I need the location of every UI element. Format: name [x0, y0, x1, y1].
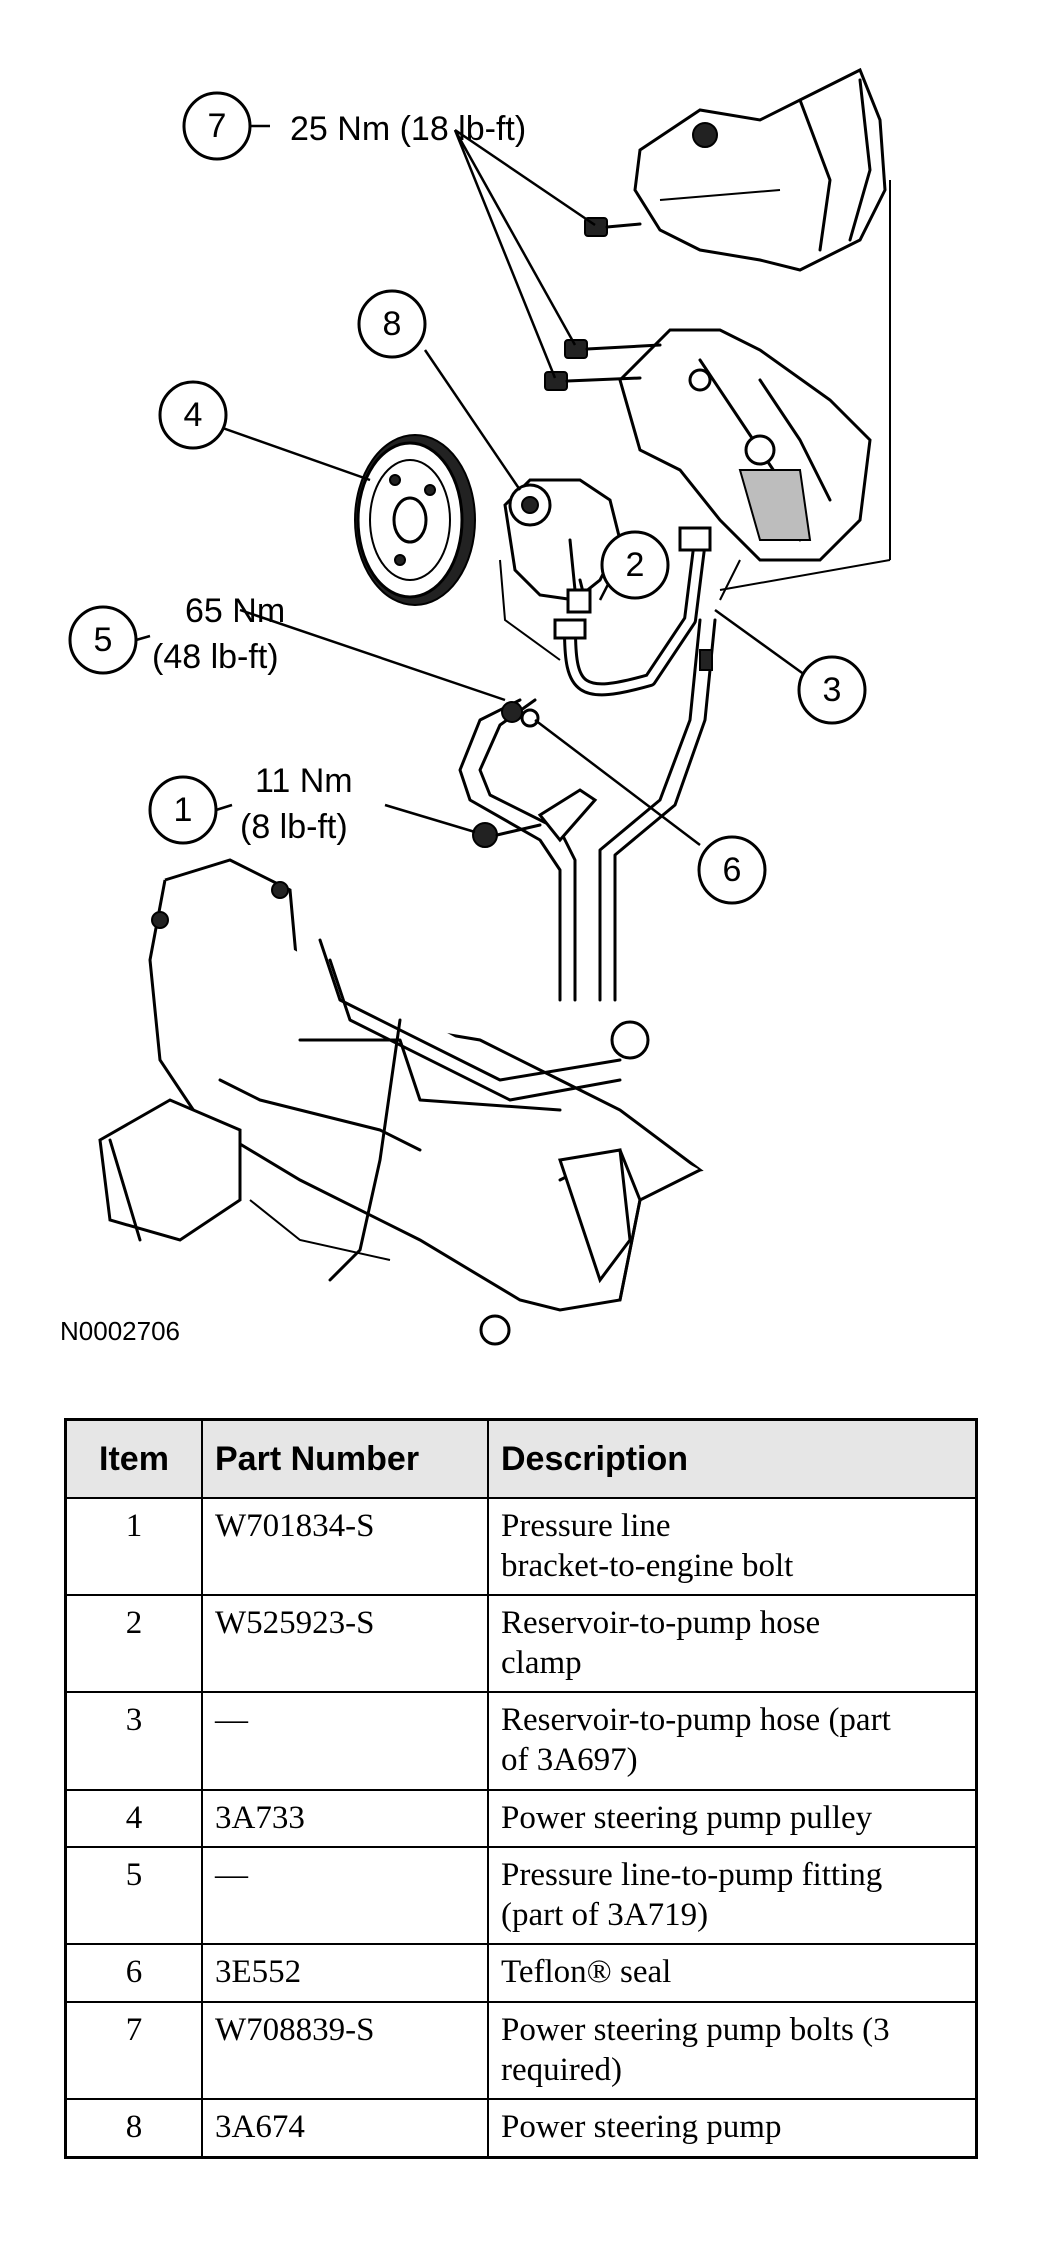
part-number: W708839-S — [201, 2000, 489, 2101]
item-number: 5 — [64, 1846, 203, 1946]
callout-4-number: 4 — [184, 396, 203, 434]
callout-3: 3 — [797, 655, 867, 725]
table-row: 4 3A733 Power steering pump pulley — [64, 1788, 978, 1849]
power-steering-pump — [499, 478, 622, 661]
item-number: 1 — [64, 1496, 203, 1597]
table-row: 5 — Pressure line-to-pump fitting (part … — [64, 1846, 978, 1946]
steering-gear-subframe — [98, 858, 704, 1346]
part-number: — — [201, 1846, 489, 1946]
callout-1-torque-lbft: (8 lb-ft) — [240, 808, 348, 846]
upper-mounting-bracket — [633, 67, 891, 591]
item-number: 2 — [64, 1594, 203, 1694]
part-number: 3E552 — [201, 1943, 489, 2003]
reservoir-to-pump-hose — [553, 526, 712, 697]
part-number: W701834-S — [201, 1496, 489, 1597]
part-description: Pressure line bracket-to-engine bolt — [487, 1496, 978, 1597]
part-description: Reservoir-to-pump hose (part of 3A697) — [487, 1691, 978, 1791]
callout-5-torque-lbft: (48 lb-ft) — [152, 638, 279, 676]
part-description: Power steering pump — [487, 2098, 978, 2159]
pressure-line — [458, 559, 741, 1002]
part-description: Teflon® seal — [487, 1943, 978, 2003]
table-row: 7 W708839-S Power steering pump bolts (3… — [64, 2000, 978, 2101]
callout-5-number: 5 — [94, 621, 113, 659]
callout-1-number: 1 — [174, 791, 193, 829]
item-number: 4 — [64, 1788, 203, 1849]
column-header-item: Item — [64, 1418, 203, 1499]
callout-8: 8 — [357, 289, 427, 359]
callout-5-torque-nm: 65 Nm — [185, 592, 285, 630]
callout-7: 7 25 Nm (18 lb-ft) — [182, 91, 526, 161]
column-header-description: Description — [487, 1418, 978, 1499]
item-number: 6 — [64, 1943, 203, 2003]
table-row: 2 W525923-S Reservoir-to-pump hose clamp — [64, 1594, 978, 1694]
part-description: Pressure line-to-pump fitting (part of 3… — [487, 1846, 978, 1946]
part-number: 3A674 — [201, 2098, 489, 2159]
callout-2: 2 — [600, 530, 670, 600]
figure-reference-id: N0002706 — [60, 1316, 180, 1346]
table-row: 6 3E552 Teflon® seal — [64, 1943, 978, 2003]
part-description: Reservoir-to-pump hose clamp — [487, 1594, 978, 1694]
table-row: 8 3A674 Power steering pump — [64, 2098, 978, 2159]
pressure-line-bracket-bolt — [472, 788, 598, 848]
parts-table: Item Part Number Description 1 W701834-S… — [64, 1418, 978, 2159]
part-description: Power steering pump pulley — [487, 1788, 978, 1849]
callout-7-torque: 25 Nm (18 lb-ft) — [290, 110, 526, 148]
exploded-view-illustration: 7 25 Nm (18 lb-ft) 8 4 2 3 5 65 Nm (48 l… — [60, 67, 891, 1346]
part-number: — — [201, 1691, 489, 1791]
part-number: W525923-S — [201, 1594, 489, 1694]
callout-1: 1 11 Nm (8 lb-ft) — [148, 762, 353, 846]
callout-6-number: 6 — [723, 851, 742, 889]
part-number: 3A733 — [201, 1788, 489, 1849]
pump-pulley — [354, 434, 476, 606]
callout-1-torque-nm: 11 Nm — [255, 762, 353, 800]
part-description: Power steering pump bolts (3 required) — [487, 2000, 978, 2101]
table-header-row: Item Part Number Description — [64, 1418, 978, 1499]
callout-2-number: 2 — [626, 546, 645, 584]
item-number: 7 — [64, 2000, 203, 2101]
column-header-part-number: Part Number — [201, 1418, 489, 1499]
callout-leader-lines — [199, 128, 806, 846]
callout-3-number: 3 — [823, 671, 842, 709]
item-number: 8 — [64, 2098, 203, 2159]
engine-mount-bracket — [618, 328, 872, 562]
table-row: 3 — Reservoir-to-pump hose (part of 3A69… — [64, 1691, 978, 1791]
table-row: 1 W701834-S Pressure line bracket-to-eng… — [64, 1496, 978, 1597]
callout-5: 5 65 Nm (48 lb-ft) — [68, 592, 285, 676]
item-number: 3 — [64, 1691, 203, 1791]
callout-8-number: 8 — [383, 305, 402, 343]
callout-6: 6 — [697, 835, 767, 905]
callout-4: 4 — [158, 380, 228, 450]
callout-7-number: 7 — [208, 107, 227, 145]
